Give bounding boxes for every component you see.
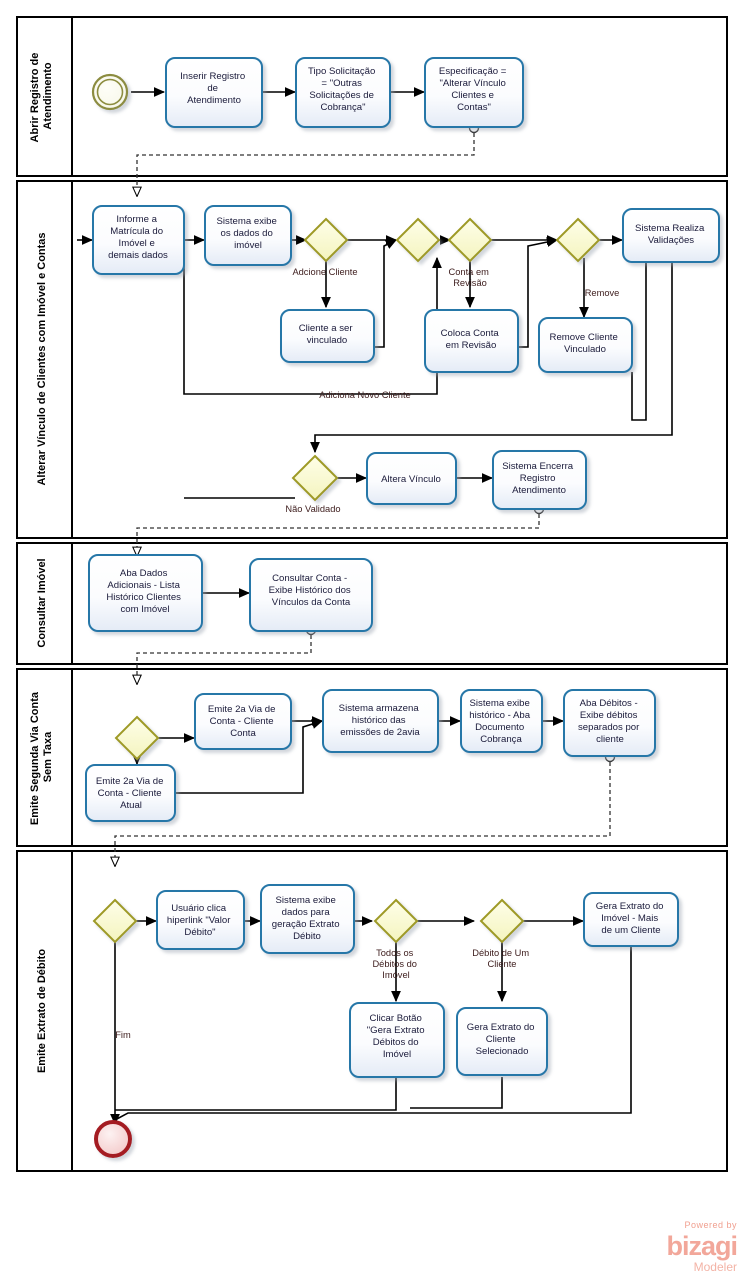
svg-text:Gera Extrato do Imóvel -: Gera Extrato do Imóvel - Mais de um Clie…	[596, 901, 666, 936]
svg-text:Emite 2a Via de Conta -: Emite 2a Via de Conta - Cliente Atual	[96, 776, 166, 811]
svg-text:Altera Vínculo: Altera Vínculo	[381, 474, 441, 485]
boundary-flow-t18-to-g7	[115, 751, 616, 867]
task-aba-dados-adicionais[interactable]: Aba Dados Adicionais - Lista Histórico C…	[88, 554, 203, 632]
flow-label-adcione-cliente: Adcione Cliente	[292, 267, 357, 277]
flow-label-conta-em-revisao: Conta em Revisão	[449, 267, 492, 288]
svg-text:Sistema armazena históri: Sistema armazena histórico das emissões …	[339, 703, 422, 738]
svg-text:Aba Dados Adicionais - L: Aba Dados Adicionais - Lista Histórico C…	[106, 568, 183, 615]
task-usuario-clica-hiperlink[interactable]: Usuário clica hiperlink "Valor Débito"	[156, 890, 245, 950]
flow-t22-join	[410, 1077, 503, 1109]
task-sistema-encerra-registro[interactable]: Sistema Encerra Registro Atendimento	[492, 450, 587, 510]
flow-label-nao-validado: Não Validado	[285, 504, 340, 514]
svg-text:Especificação = "Alterar: Especificação = "Alterar Vínculo Cliente…	[439, 66, 509, 113]
svg-text:Sistema Realiza Validaçõ: Sistema Realiza Validações	[635, 223, 707, 246]
task-aba-debitos[interactable]: Aba Débitos - Exibe débitos separados po…	[563, 689, 656, 757]
svg-text:Aba Débitos - Exibe débi: Aba Débitos - Exibe débitos separados po…	[578, 698, 642, 745]
task-consultar-conta[interactable]: Consultar Conta - Exibe Histórico dos Ví…	[249, 558, 373, 632]
task-especificacao[interactable]: Especificação = "Alterar Vínculo Cliente…	[424, 57, 524, 128]
start-event[interactable]	[91, 73, 129, 111]
gateway-adcione-cliente[interactable]	[303, 217, 349, 263]
task-coloca-conta-em-revisao[interactable]: Coloca Conta em Revisão	[424, 309, 519, 373]
boundary-flow-t13-to-g6	[137, 624, 317, 685]
gateway-todos-os-debitos[interactable]	[373, 898, 419, 944]
task-gera-extrato-imovel[interactable]: Gera Extrato do Imóvel - Mais de um Clie…	[583, 892, 679, 947]
lane-frames	[16, 16, 728, 1172]
end-event[interactable]	[94, 1120, 132, 1158]
svg-text:Informe a Matrícula do: Informe a Matrícula do Imóvel e demais d…	[108, 214, 168, 261]
svg-text:Clicar Botão "Gera Extra: Clicar Botão "Gera Extrato Débitos do Im…	[367, 1013, 427, 1060]
task-sistema-armazena-historico[interactable]: Sistema armazena histórico das emissões …	[322, 689, 439, 753]
bizagi-wordmark: bizagi	[666, 1231, 737, 1261]
flow-t23-to-end	[114, 946, 632, 1121]
task-tipo-solicitacao[interactable]: Tipo Solicitação = "Outras Solicitações …	[295, 57, 391, 128]
task-altera-vinculo[interactable]: Altera Vínculo	[366, 452, 457, 505]
svg-text:Emite 2a Via de Conta -: Emite 2a Via de Conta - Cliente Conta	[208, 704, 278, 739]
svg-text:Inserir Registro de: Inserir Registro de Atendimento	[180, 71, 248, 106]
task-clicar-botao-gera-extrato[interactable]: Clicar Botão "Gera Extrato Débitos do Im…	[349, 1002, 445, 1078]
flow-t15-to-t16	[174, 719, 324, 794]
gateway-nao-validado[interactable]	[291, 454, 339, 502]
flow-label-fim: Fim	[115, 1030, 131, 1040]
task-remove-cliente-vinculado[interactable]: Remove Cliente Vinculado	[538, 317, 633, 373]
svg-text:Usuário clica hiperlink: Usuário clica hiperlink "Valor Débito"	[167, 903, 233, 938]
svg-text:Sistema exibe os dados d: Sistema exibe os dados do imóvel	[217, 216, 280, 251]
flow-t6-to-g2	[374, 239, 398, 348]
lane-label-alterar-vinculo: Alterar Vínculo de Clientes com Imóvel e…	[36, 232, 48, 485]
svg-text:Tipo Solicitação = "Outr: Tipo Solicitação = "Outras Solicitações …	[308, 66, 378, 113]
task-gera-extrato-cliente-selecionado[interactable]: Gera Extrato do Cliente Selecionado	[456, 1007, 548, 1076]
lane-label-abrir-registro: Abrir Registro de Atendimento	[29, 50, 54, 143]
svg-text:Remove Cliente Vinculado: Remove Cliente Vinculado	[550, 332, 621, 355]
flow-label-debito-um-cliente: Débito de Um Cliente	[472, 948, 531, 969]
task-inserir-registro[interactable]: Inserir Registro de Atendimento	[165, 57, 263, 128]
svg-text:Cliente a ser vinculado: Cliente a ser vinculado	[299, 323, 356, 346]
flow-label-adiciona-novo-cliente: Adiciona Novo Cliente	[319, 390, 410, 400]
task-sistema-exibe-historico[interactable]: Sistema exibe histórico - Aba Documento …	[460, 689, 543, 753]
powered-by-label: Powered by	[684, 1220, 737, 1230]
task-emite-2a-via-cliente-atual[interactable]: Emite 2a Via de Conta - Cliente Atual	[85, 764, 176, 822]
flow-t21-to-end	[115, 1077, 397, 1111]
task-cliente-a-ser-vinculado[interactable]: Cliente a ser vinculado	[280, 309, 375, 363]
flow-t9-to-g5	[310, 262, 673, 454]
lane-label-consultar-imovel: Consultar Imóvel	[36, 558, 48, 647]
boundary-flow-t3-to-t4	[137, 122, 480, 197]
gateway-segunda-via[interactable]	[114, 715, 160, 761]
flow-label-remove: Remove	[585, 288, 620, 298]
task-sistema-realiza-validacoes[interactable]: Sistema Realiza Validações	[622, 208, 720, 263]
svg-text:Consultar Conta - Exibe: Consultar Conta - Exibe Histórico dos Ví…	[269, 573, 354, 608]
task-emite-2a-via-cliente-conta[interactable]: Emite 2a Via de Conta - Cliente Conta	[194, 693, 292, 750]
svg-text:Sistema exibe dados para: Sistema exibe dados para geração Extrato…	[272, 895, 342, 942]
gateway-debito-um-cliente[interactable]	[479, 898, 525, 944]
lane-label-segunda-via: Emite Segunda Via Conta Sem Taxa	[29, 689, 54, 825]
svg-text:Gera Extrato do Cliente: Gera Extrato do Cliente Selecionado	[467, 1022, 537, 1057]
bizagi-product-label: Modeler	[694, 1260, 737, 1274]
lane-labels: Abrir Registro de Atendimento Alterar Ví…	[29, 50, 54, 1073]
flow-label-todos-os-debitos: Todos os Débitos do Imóvel	[372, 948, 419, 980]
svg-text:Sistema exibe histórico: Sistema exibe histórico - Aba Documento …	[469, 698, 532, 745]
task-informe-matricula[interactable]: Informe a Matrícula do Imóvel e demais d…	[92, 205, 185, 275]
task-sistema-exibe-dados-imovel[interactable]: Sistema exibe os dados do imóvel	[204, 205, 292, 266]
svg-text:Coloca Conta em Revisão: Coloca Conta em Revisão	[441, 328, 502, 351]
svg-text:Sistema Encerra Registro: Sistema Encerra Registro Atendimento	[502, 461, 576, 496]
gateway-conta-em-revisao[interactable]	[447, 217, 493, 263]
gateway-extrato-debito[interactable]	[92, 898, 138, 944]
gateway-junction-1[interactable]	[395, 217, 441, 263]
flow-t7-to-g4	[518, 237, 559, 348]
bizagi-branding: Powered by bizagi Modeler	[666, 1220, 738, 1274]
lane-label-extrato-debito: Emite Extrato de Débito	[36, 949, 48, 1073]
sequence-flows-lane5	[110, 916, 632, 1126]
gateway-remove[interactable]	[555, 217, 601, 263]
task-sistema-exibe-dados-extrato[interactable]: Sistema exibe dados para geração Extrato…	[260, 884, 355, 954]
flow-t8-to-t9-return	[631, 262, 647, 421]
